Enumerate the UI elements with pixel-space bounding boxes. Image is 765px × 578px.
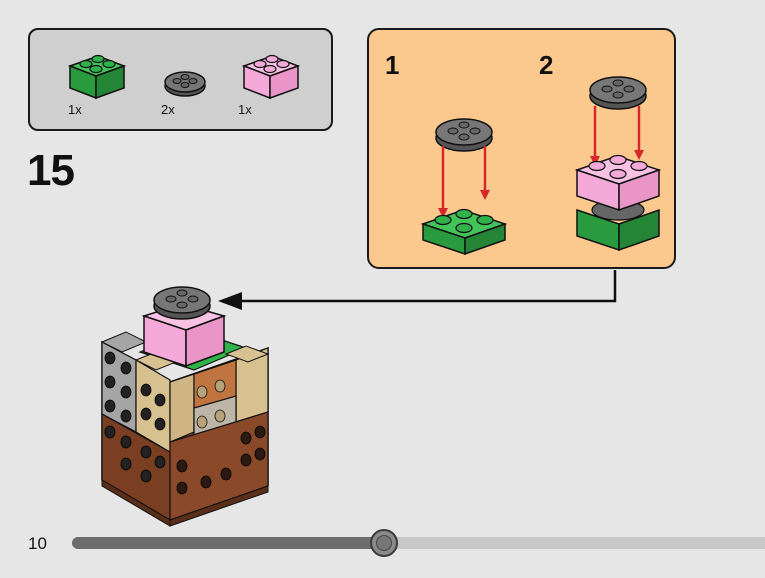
gray-round-plate-icon xyxy=(164,71,206,97)
sub-step-2-number: 2 xyxy=(539,50,554,80)
progress-bar xyxy=(72,537,765,549)
part-qty-pink: 1x xyxy=(238,102,252,117)
green-brick-2x2-icon xyxy=(67,54,127,100)
sub-step-1-number: 1 xyxy=(385,50,400,80)
page-number: 10 xyxy=(28,534,47,553)
progress-knob-icon[interactable] xyxy=(369,529,398,557)
parts-list-box: 1x 2x 1x xyxy=(28,28,333,131)
part-qty-gray: 2x xyxy=(161,102,175,117)
assembled-model-illustration xyxy=(100,286,270,527)
progress-bar-fill xyxy=(72,537,384,549)
sub-step-1-illustration xyxy=(420,118,508,256)
sub-assembly-box: 1 2 xyxy=(367,28,676,269)
pink-brick-2x2-icon xyxy=(241,54,301,100)
part-qty-green: 1x xyxy=(68,102,82,117)
sub-step-2-illustration xyxy=(574,76,662,252)
step-number: 15 xyxy=(27,146,75,195)
